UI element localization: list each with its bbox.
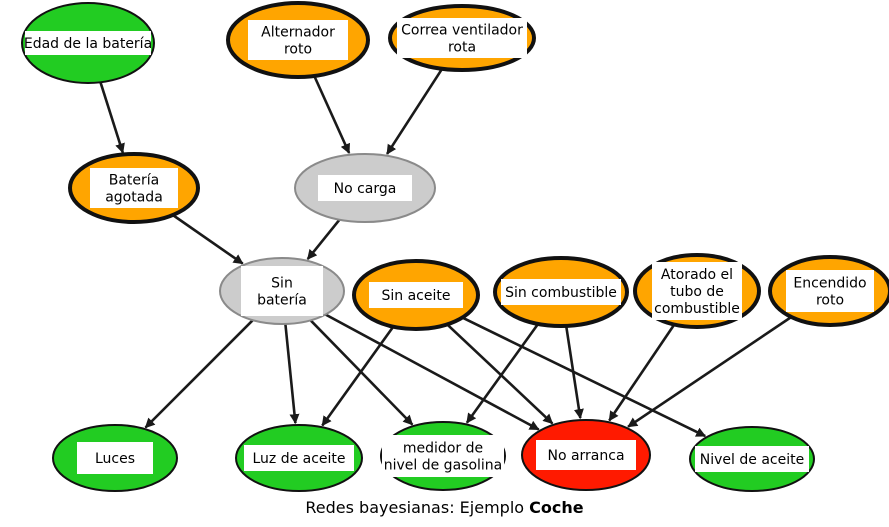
edge-atorado-to-no_arranca bbox=[608, 323, 676, 422]
node-luz_aceite: Luz de aceite bbox=[235, 424, 363, 492]
edge-sin_bateria-to-no_arranca bbox=[324, 313, 540, 431]
edge-no_carga-to-sin_bateria bbox=[306, 218, 341, 260]
node-label-correa-line-0: Correa ventilador bbox=[401, 23, 523, 39]
edge-sin_combustible-to-medidor bbox=[465, 323, 540, 424]
node-edad: Edad de la batería bbox=[21, 2, 155, 84]
node-label-alternador-line-1: roto bbox=[284, 42, 312, 58]
edge-sin_aceite-to-luz_aceite bbox=[321, 325, 395, 427]
node-label-no_arranca-line-0: No arranca bbox=[547, 448, 624, 464]
edges-layer bbox=[99, 68, 793, 438]
node-label-edad-line-0: Edad de la batería bbox=[24, 36, 152, 52]
node-label-encendido-line-0: Encendido bbox=[793, 276, 866, 292]
node-label-no_carga-line-0: No carga bbox=[334, 181, 397, 197]
node-label-sin_aceite-line-0: Sin aceite bbox=[382, 288, 451, 304]
node-label-sin_bateria-line-0: Sin bbox=[271, 276, 293, 292]
node-label-encendido-line-1: roto bbox=[816, 293, 844, 309]
node-label-box-encendido bbox=[786, 270, 874, 312]
node-label-box-correa bbox=[397, 18, 527, 58]
edge-sin_bateria-to-luz_aceite bbox=[284, 323, 300, 425]
node-label-bateria_agotada-line-1: agotada bbox=[105, 190, 163, 206]
node-no_arranca: No arranca bbox=[521, 419, 651, 491]
node-label-correa-line-1: rota bbox=[448, 40, 476, 56]
node-label-box-no_carga bbox=[318, 175, 412, 201]
node-label-box-sin_combustible bbox=[501, 279, 621, 305]
node-nivel_aceite: Nivel de aceite bbox=[689, 426, 815, 492]
node-label-luz_aceite-line-0: Luz de aceite bbox=[252, 451, 345, 467]
edge-bateria_agotada-to-sin_bateria bbox=[172, 213, 244, 265]
node-label-nivel_aceite-line-0: Nivel de aceite bbox=[700, 452, 804, 468]
node-label-box-luz_aceite bbox=[244, 445, 354, 471]
node-label-medidor-line-0: medidor de bbox=[403, 441, 483, 457]
node-label-atorado-line-2: combustible bbox=[654, 301, 740, 317]
node-label-sin_bateria-line-1: batería bbox=[257, 293, 307, 309]
node-label-bateria_agotada-line-0: Batería bbox=[109, 173, 160, 189]
node-label-atorado-line-0: Atorado el bbox=[661, 267, 733, 283]
edge-sin_combustible-to-no_arranca bbox=[564, 325, 584, 420]
node-label-box-bateria_agotada bbox=[90, 168, 178, 208]
node-label-box-nivel_aceite bbox=[695, 446, 809, 472]
edge-encendido-to-no_arranca bbox=[627, 315, 793, 428]
edge-edad-to-bateria_agotada bbox=[99, 81, 125, 154]
edge-correa-to-no_carga bbox=[386, 68, 444, 155]
caption-bold: Coche bbox=[529, 498, 584, 517]
node-no_carga: No carga bbox=[294, 153, 436, 223]
edge-alternador-to-no_carga bbox=[313, 75, 351, 154]
node-label-luces-line-0: Luces bbox=[95, 451, 135, 467]
node-label-box-luces bbox=[77, 442, 153, 474]
node-label-alternador-line-0: Alternador bbox=[261, 25, 335, 41]
node-sin_aceite: Sin aceite bbox=[352, 259, 480, 331]
node-label-box-no_arranca bbox=[536, 440, 636, 470]
node-label-atorado-line-1: tubo de bbox=[670, 284, 724, 300]
node-label-sin_combustible-line-0: Sin combustible bbox=[505, 285, 617, 301]
node-sin_combustible: Sin combustible bbox=[493, 256, 629, 328]
node-label-box-medidor bbox=[382, 435, 504, 477]
edge-sin_bateria-to-luces bbox=[144, 319, 254, 429]
edge-sin_aceite-to-nivel_aceite bbox=[461, 316, 707, 438]
node-label-box-sin_bateria bbox=[241, 266, 323, 316]
node-label-box-alternador bbox=[248, 20, 348, 60]
node-label-medidor-line-1: nivel de gasolina bbox=[384, 458, 503, 474]
node-label-box-sin_aceite bbox=[369, 282, 463, 308]
node-luces: Luces bbox=[52, 424, 178, 492]
caption-prefix: Redes bayesianas: Ejemplo bbox=[305, 498, 530, 517]
node-label-box-atorado bbox=[652, 262, 742, 320]
edge-sin_aceite-to-no_arranca bbox=[446, 323, 554, 425]
node-label-box-edad bbox=[25, 31, 151, 55]
figure-caption: Redes bayesianas: Ejemplo Coche bbox=[0, 498, 889, 517]
